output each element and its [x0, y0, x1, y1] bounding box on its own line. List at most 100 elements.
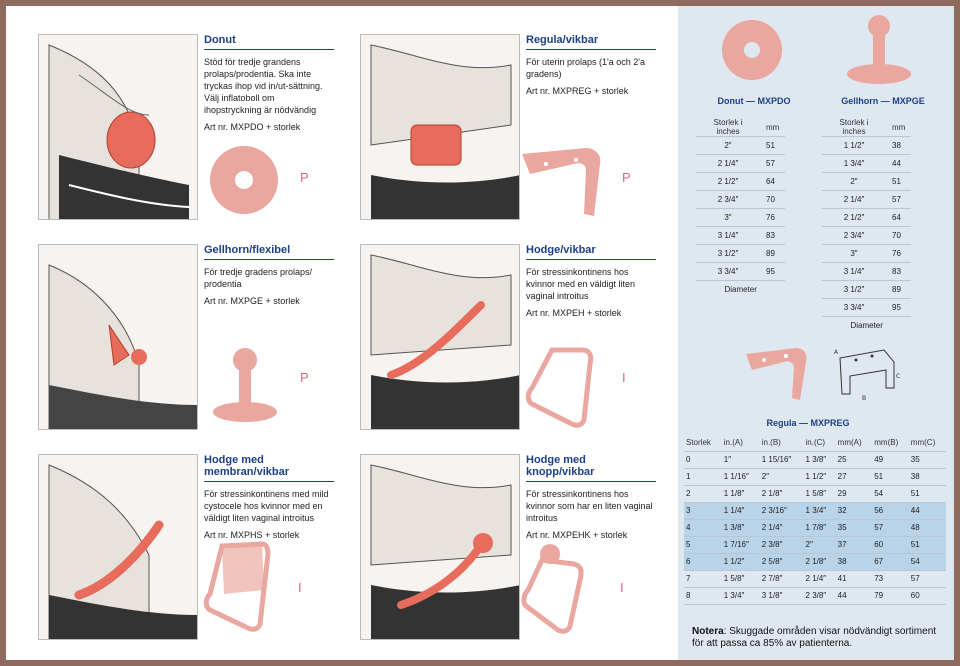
table-cell: 3″	[822, 244, 886, 263]
column-header: mm	[886, 118, 912, 137]
product-title: Hodge/vikbar	[526, 244, 656, 260]
table-row: 3 1/4″83	[696, 226, 786, 245]
table-title: Gellhorn — MXPGE	[841, 96, 925, 106]
category-letter: P	[300, 170, 309, 185]
footnote: Notera: Skuggade områden visar nödvändig…	[692, 626, 942, 650]
table-footer-row: Diameter	[696, 281, 785, 299]
anatomy-svg	[370, 464, 519, 639]
column-header: Storlek	[684, 434, 722, 452]
table-cell: 2 7/8″	[759, 570, 804, 588]
table-cell: 38	[886, 136, 912, 155]
table-cell: 3″	[696, 208, 760, 227]
product-hodge-membrane: Hodge med membran/vikbar För stressinkon…	[14, 430, 336, 640]
table-cell: 3	[684, 502, 722, 520]
table-cell: 1 3/4″	[721, 587, 760, 605]
product-grid: Donut Stöd för tredje grandens prolaps/p…	[6, 6, 678, 660]
table-cell: 2 1/4″	[803, 570, 836, 588]
table-cell: 44	[835, 587, 873, 605]
table-cell: 2 1/4″	[822, 190, 886, 209]
hodge-knob-pessary-image	[521, 544, 584, 634]
gellhorn-size-table: Gellhorn — MXPGE	[828, 96, 938, 106]
column-header: mm(A)	[835, 434, 873, 452]
table-cell: 56	[872, 502, 909, 520]
table-cell: 1 1/2″	[721, 553, 760, 571]
table-cell: 2 3/8″	[803, 587, 836, 605]
regula-pessary-image	[522, 148, 601, 216]
column-header: mm	[760, 118, 786, 137]
table-row: 3 3/4″95	[822, 298, 912, 317]
category-letter: I	[622, 370, 626, 385]
table-cell: 2 5/8″	[759, 553, 804, 571]
table-row: 2 1/2″64	[822, 208, 912, 227]
product-gellhorn: Gellhorn/flexibel För tredje gradens pro…	[14, 220, 336, 430]
table-cell: 1 15/16″	[759, 451, 804, 469]
product-title: Donut	[204, 34, 334, 50]
table-cell: 3 1/4″	[696, 226, 760, 245]
table-cell: 32	[835, 502, 873, 520]
table-cell: 60	[908, 587, 946, 605]
table-cell: 1 3/4″	[822, 154, 886, 173]
product-hodge: Hodge/vikbar För stressinkontinens hos k…	[336, 220, 658, 430]
category-letter: P	[622, 170, 631, 185]
product-donut: Donut Stöd för tredje grandens prolaps/p…	[14, 10, 336, 220]
table-cell: 44	[908, 502, 946, 520]
table-cell: 64	[760, 172, 786, 191]
category-letter: P	[300, 370, 309, 385]
table-cell: 25	[835, 451, 873, 469]
table-cell: 3 3/4″	[822, 298, 886, 317]
table-row: 2″51	[696, 136, 786, 155]
hodge-pessary-image	[525, 347, 594, 428]
table-cell: 35	[835, 519, 873, 537]
anatomy-illustration	[38, 454, 198, 640]
table-cell: 2 3/4″	[696, 190, 760, 209]
table-cell: 60	[872, 536, 909, 554]
table-cell: 2 1/2″	[822, 208, 886, 227]
product-title: Regula/vikbar	[526, 34, 656, 50]
table-row: 2 1/2″64	[696, 172, 786, 191]
article-number: Art nr. MXPREG + storlek	[526, 86, 629, 96]
product-description: För uterin prolaps (1'a och 2'a gradens)	[526, 57, 645, 79]
regula-product-image	[746, 348, 807, 400]
regula-table-title: Regula — MXPREG	[766, 418, 850, 428]
article-number: Art nr. MXPGE + storlek	[204, 296, 300, 306]
table-cell: 2″	[822, 172, 886, 191]
product-regula: Regula/vikbar För uterin prolaps (1'a oc…	[336, 10, 658, 220]
table-row: 1 1/2″38	[822, 136, 912, 155]
anatomy-svg	[48, 464, 197, 639]
table-cell: 29	[835, 485, 873, 503]
anatomy-svg	[370, 44, 519, 219]
table-row: 3 3/4″95	[696, 262, 786, 281]
table-cell: 95	[760, 262, 786, 281]
table-cell: 38	[835, 553, 873, 571]
footnote-label: Notera	[692, 626, 724, 637]
table-cell: 3 1/4″	[822, 262, 886, 281]
column-header: Storlek i inches	[822, 118, 886, 137]
table-cell: 2 1/8″	[759, 485, 804, 503]
column-header: mm(B)	[872, 434, 909, 452]
article-number: Art nr. MXPEH + storlek	[526, 308, 622, 318]
table-cell: 95	[886, 298, 912, 317]
product-text: Hodge med knopp/vikbar För stressinkonti…	[526, 454, 656, 540]
table-cell: 57	[760, 154, 786, 173]
table-footer-row: Diameter	[822, 317, 911, 335]
table-row: 3 1/2″89	[696, 244, 786, 263]
table-row: 3 1/2″89	[822, 280, 912, 299]
table-cell: 3 3/4″	[696, 262, 760, 281]
table-cell: 2 3/8″	[759, 536, 804, 554]
table-cell: 83	[886, 262, 912, 281]
table-cell: 4	[684, 519, 722, 537]
table-cell: 1 3/8″	[721, 519, 760, 537]
table-row: 2 1/4″57	[696, 154, 786, 173]
anatomy-svg	[48, 264, 197, 429]
table-cell: 49	[872, 451, 909, 469]
table-cell: 1	[684, 468, 722, 486]
